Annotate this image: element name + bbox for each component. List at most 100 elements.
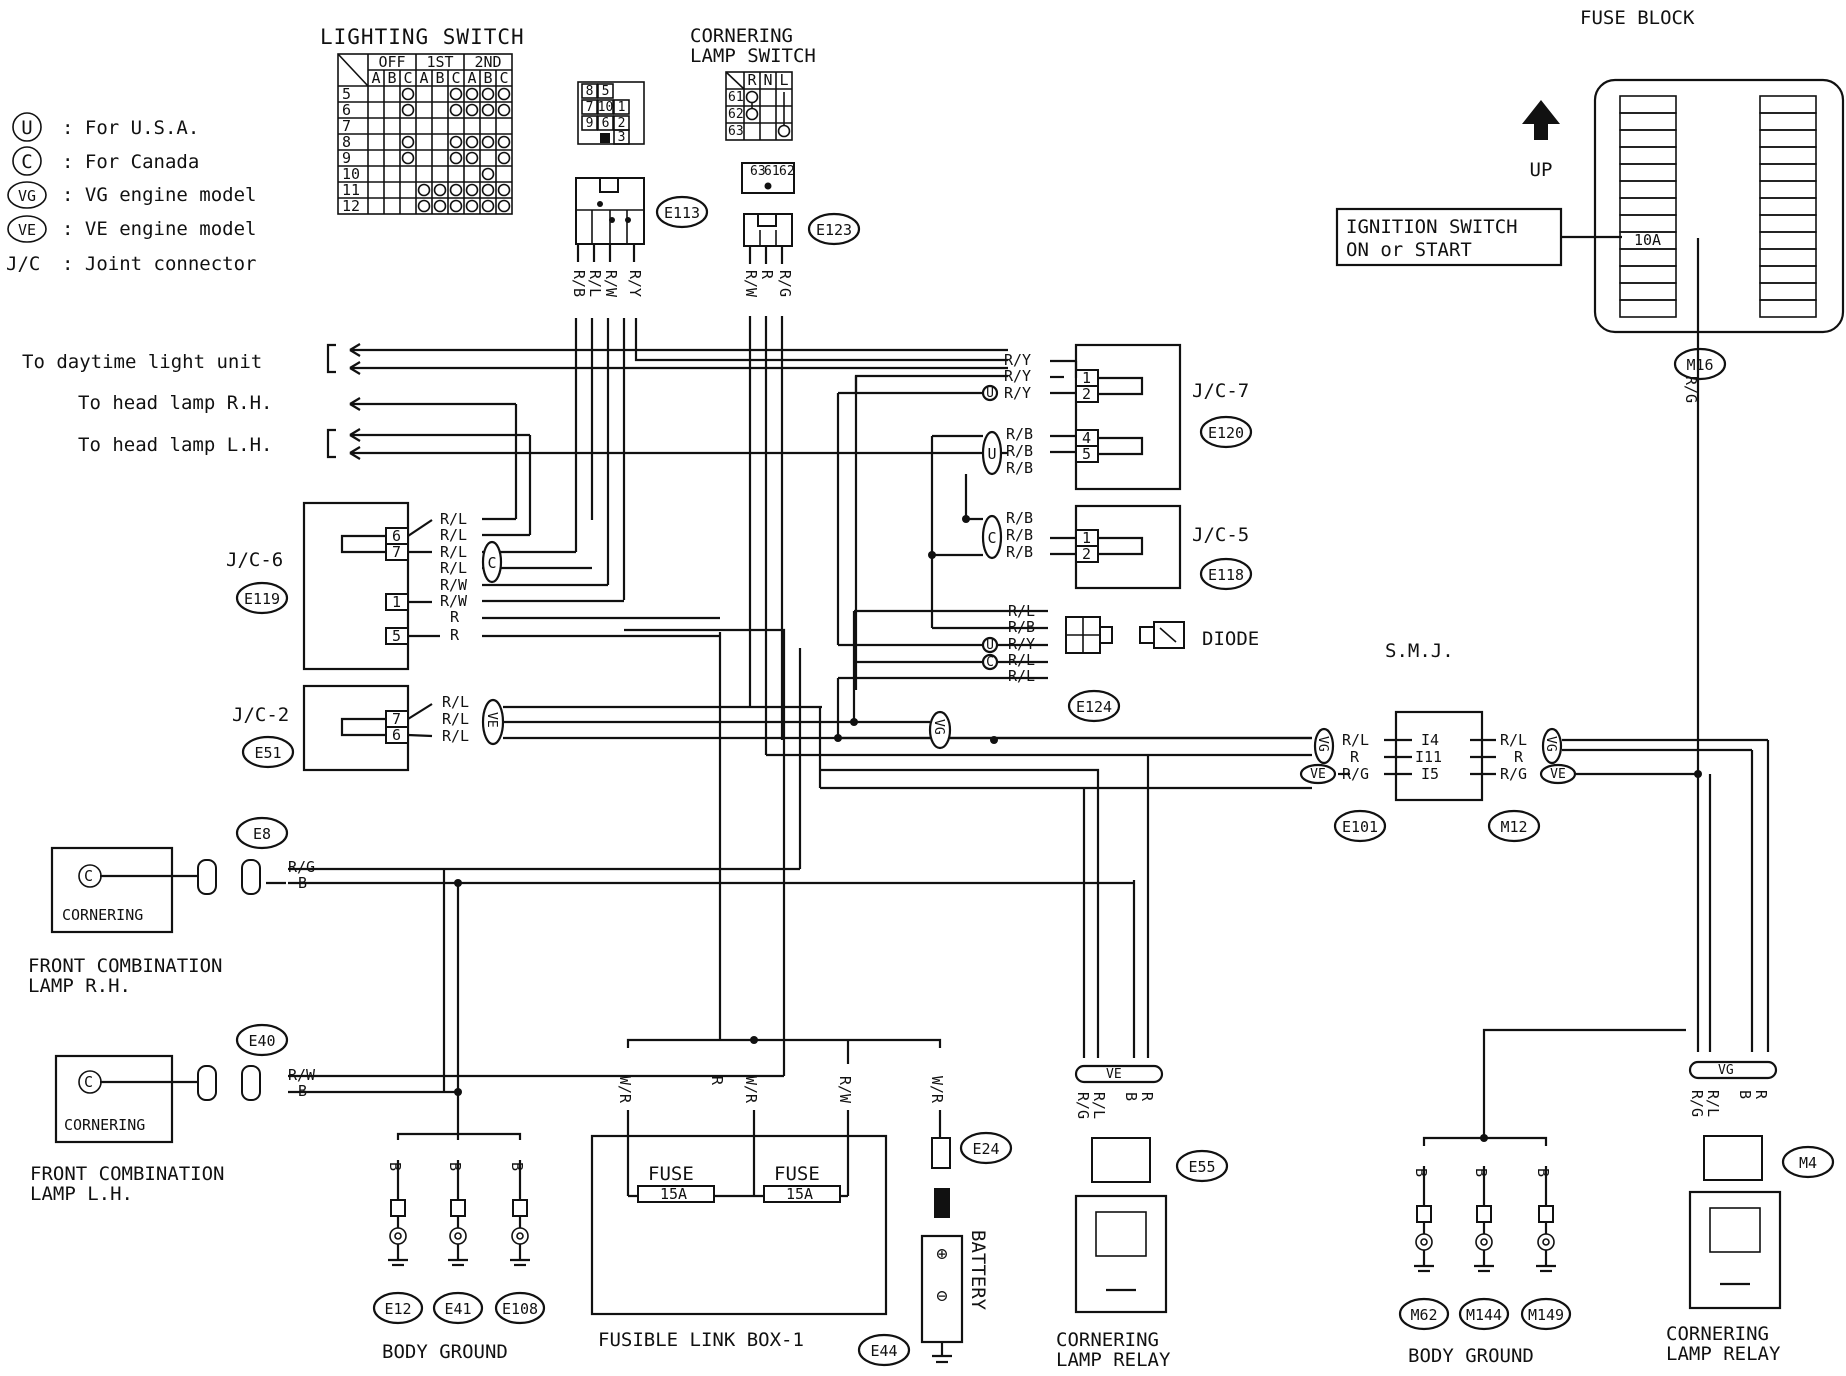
diagram-label: E118 <box>1208 566 1244 584</box>
diagram-label: : For Canada <box>62 151 199 173</box>
diagram-label: R <box>1138 1092 1156 1102</box>
diagram-label: R <box>450 608 460 626</box>
diagram-label: LAMP RELAY <box>1056 1349 1171 1371</box>
diagram-label: LIGHTING SWITCH <box>320 25 525 49</box>
diagram-label: FUSE BLOCK <box>1580 7 1695 29</box>
diagram-label: E123 <box>816 221 852 239</box>
diagram-label: R/L <box>1500 731 1527 749</box>
ground-icon <box>1415 1233 1433 1251</box>
legend-canada: C : For Canada <box>12 146 199 176</box>
diagram-label: : VG engine model <box>62 184 256 206</box>
diagram-label: R/L <box>440 543 467 561</box>
diagram-label: 62 <box>779 164 795 179</box>
pin-number: 9 <box>586 116 594 131</box>
contact-mark <box>465 103 479 117</box>
contact-mark <box>433 199 447 213</box>
fuse-slot <box>1759 299 1817 318</box>
diagram-label: IGNITION SWITCH <box>1346 216 1518 238</box>
jc6: 6 7 1 5 J/C-6 E119 <box>226 501 410 671</box>
switch-column: B <box>483 69 492 87</box>
diagram-label: VE <box>18 221 36 239</box>
diagram-label: C <box>84 867 93 885</box>
diagram-label: FUSE <box>774 1163 820 1185</box>
switch-row: 7 <box>342 117 351 135</box>
switch-column: N <box>763 71 772 89</box>
contact-mark <box>401 151 415 165</box>
contact-mark <box>745 107 759 121</box>
switch-row: 62 <box>728 107 744 122</box>
diagram-label: E24 <box>972 1140 999 1158</box>
contact-mark <box>497 183 511 197</box>
diagram-label: To head lamp L.H. <box>78 434 272 456</box>
diagram-label: M4 <box>1799 1154 1817 1172</box>
switch-row: 12 <box>342 197 360 215</box>
ground-icon <box>449 1227 467 1245</box>
diagram-label: VG <box>931 719 946 735</box>
diagram-label: R/Y <box>626 270 644 297</box>
diagram-label: B <box>1122 1092 1140 1101</box>
ground-icon <box>389 1227 407 1245</box>
fuse-slot <box>1619 299 1677 318</box>
diagram-label: E119 <box>244 590 280 608</box>
diagram-label: C <box>986 655 994 670</box>
diagram-label: U <box>986 386 994 401</box>
diagram-label: 4 <box>1082 429 1091 447</box>
contact-mark <box>449 151 463 165</box>
diagram-label: R/G <box>1682 376 1700 403</box>
diagram-label: LAMP L.H. <box>30 1183 133 1205</box>
diagram-label: FUSIBLE LINK BOX-1 <box>598 1329 804 1351</box>
diagram-label: R/B <box>570 270 588 297</box>
jc5: 1 2 J/C-5 E118 <box>1074 504 1253 591</box>
diagram-label: R/L <box>442 727 469 745</box>
contact-mark <box>481 103 495 117</box>
contact-mark <box>481 199 495 213</box>
switch-column: R <box>747 71 757 89</box>
diagram-label: CORNERING <box>1056 1329 1159 1351</box>
diagram-label: R <box>1350 748 1360 766</box>
diagram-label: VG <box>1315 736 1330 752</box>
diagram-label: W/R <box>742 1076 760 1104</box>
diagram-label: 6 <box>392 527 401 545</box>
pin-cell <box>581 99 598 115</box>
switch-row: 6 <box>342 101 351 119</box>
diagram-label: R/W <box>602 270 620 298</box>
wire-label: B <box>386 1162 404 1171</box>
pin-number: 8 <box>586 84 594 99</box>
arrow-icon <box>349 343 1008 460</box>
ground-icon <box>1537 1233 1555 1251</box>
diagram-label: U <box>986 638 994 653</box>
wire-label: B <box>446 1162 464 1171</box>
switch-position: 2ND <box>474 53 501 71</box>
diode: DIODE <box>1139 621 1259 650</box>
contact-mark <box>401 135 415 149</box>
ground-id: M144 <box>1466 1306 1502 1324</box>
diagram-label: BODY GROUND <box>1408 1345 1534 1367</box>
wire-label: B <box>508 1162 526 1171</box>
ground-icon <box>1475 1233 1493 1251</box>
pin-cell <box>581 83 598 99</box>
diagram-label: VE <box>484 712 499 728</box>
switch-column: L <box>779 71 788 89</box>
diagram-label: R/W <box>288 1066 316 1084</box>
diagram-label: VE <box>1310 767 1326 782</box>
diagram-label: CORNERING <box>1666 1323 1769 1345</box>
ground-connector <box>432 1291 484 1325</box>
diagram-label: E51 <box>254 744 281 762</box>
pin-cell <box>613 99 630 115</box>
diagram-label: 2 <box>1082 545 1091 563</box>
diagram-label: B <box>298 1082 307 1100</box>
switch-row: 9 <box>342 149 351 167</box>
diagram-label: R/B <box>1006 459 1033 477</box>
switch-column: B <box>435 69 444 87</box>
diagram-label: UP <box>1530 159 1553 181</box>
contact-mark <box>465 151 479 165</box>
diagram-label: FRONT COMBINATION <box>30 1163 224 1185</box>
switch-column: C <box>451 69 460 87</box>
switch-row: 61 <box>728 90 744 105</box>
diagram-label: J/C-2 <box>232 704 289 726</box>
contact-mark <box>465 135 479 149</box>
diagram-label: To head lamp R.H. <box>78 392 272 414</box>
switch-position: OFF <box>378 53 405 71</box>
diagram-label: R/G <box>1074 1092 1092 1119</box>
